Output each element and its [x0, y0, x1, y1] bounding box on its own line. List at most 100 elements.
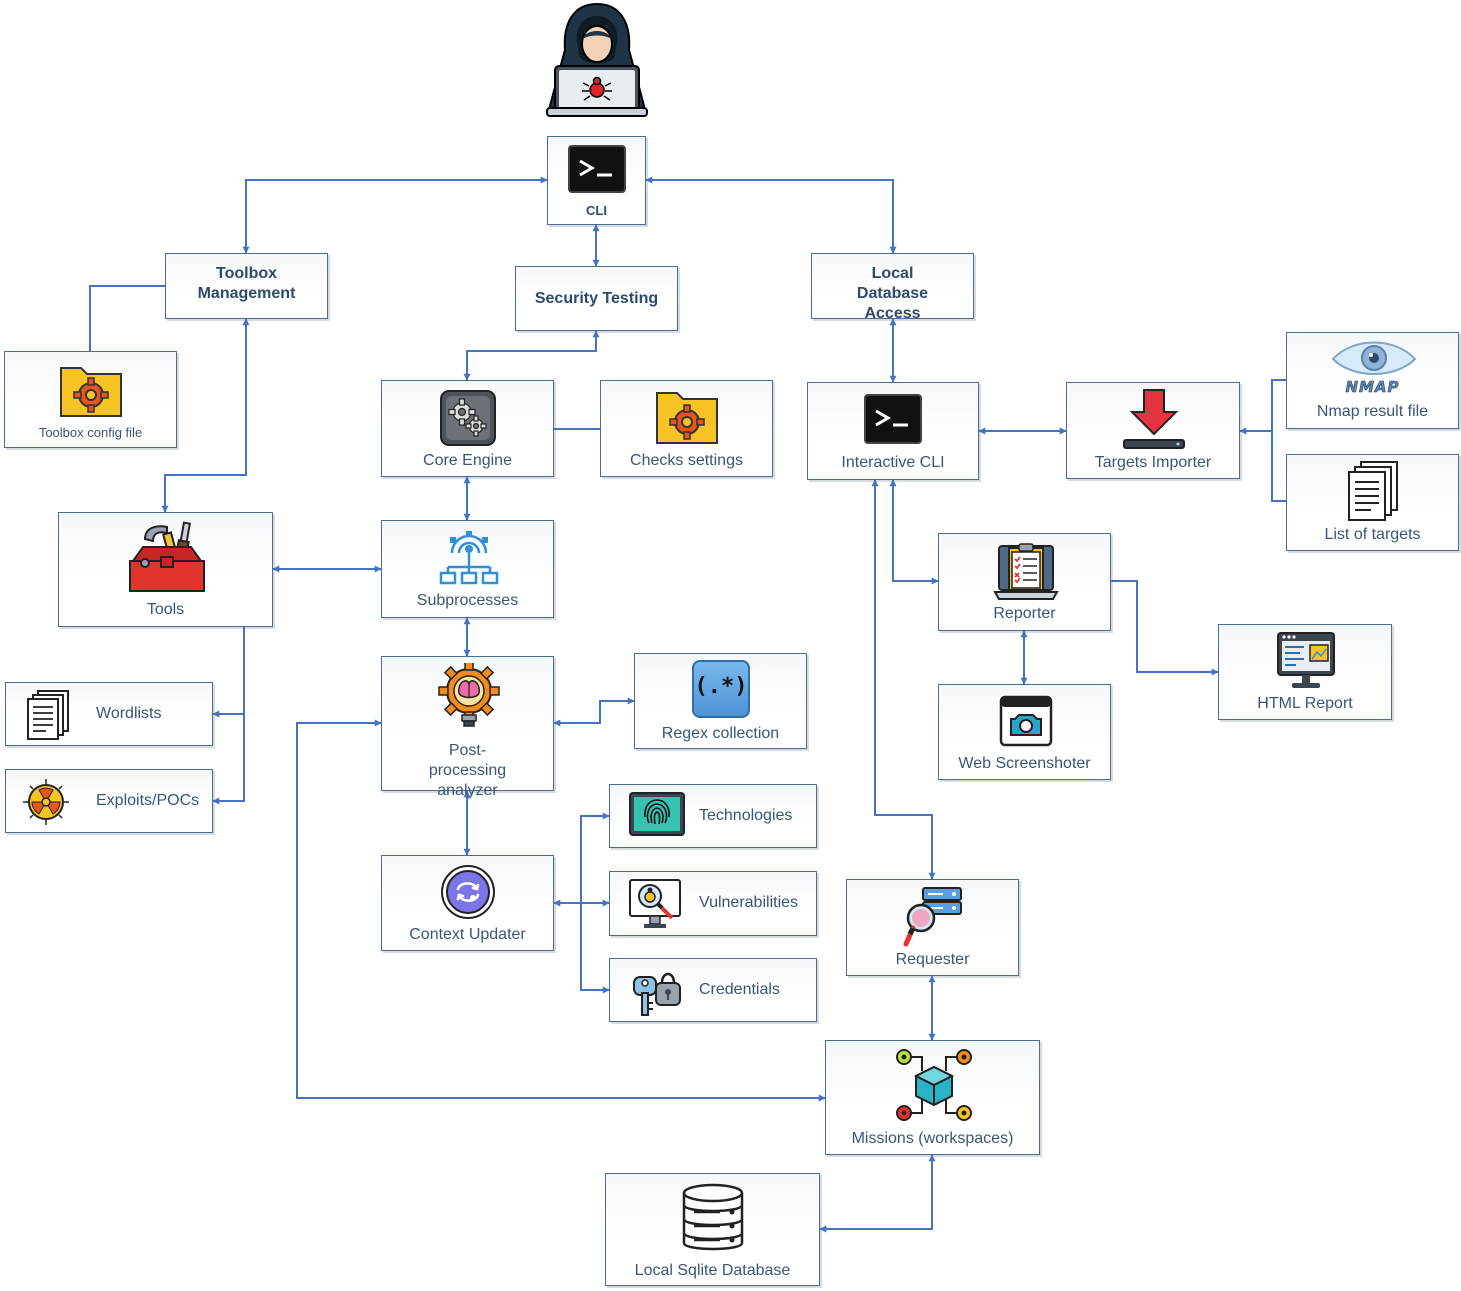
edge-toolbox-tools — [161, 318, 250, 513]
missions-label: Missions (workspaces) — [851, 1130, 1014, 1147]
web-screenshoter-label: Web Screenshoter — [958, 755, 1091, 772]
core-engine-label: Core Engine — [423, 452, 512, 469]
server-search-icon — [903, 887, 962, 947]
gear-hierarchy-icon — [439, 531, 499, 585]
toolbox-management-label: Toolbox Management — [197, 265, 296, 302]
keys-icon — [633, 972, 681, 1016]
regex-collection-label: Regex collection — [661, 725, 780, 742]
missions-node: Missions (workspaces) — [825, 1040, 1040, 1155]
technologies-node: Technologies — [609, 784, 817, 848]
cli-node: CLI — [547, 136, 646, 225]
vulnerabilities-node: Vulnerabilities — [609, 871, 817, 936]
targets-importer-node: Targets Importer — [1066, 382, 1240, 479]
edge-cli-localdb — [645, 176, 897, 254]
list-of-targets-node: List of targets — [1286, 454, 1459, 551]
gears-icon — [440, 390, 496, 446]
edge-targets-list — [1271, 431, 1286, 502]
security-testing-node: Security Testing — [515, 266, 678, 331]
edge-targets-nmap — [1239, 379, 1286, 435]
requester-label: Requester — [895, 951, 970, 968]
requester-node: Requester — [846, 879, 1019, 976]
nmap-eye-icon — [1331, 341, 1417, 375]
regex-icon-text: (.*) — [694, 674, 748, 699]
exploits-pocs-node: Exploits/POCs — [5, 769, 213, 833]
targets-importer-label: Targets Importer — [1094, 454, 1212, 471]
html-report-node: HTML Report — [1218, 624, 1392, 720]
edge-toolbox-config — [89, 285, 165, 351]
list-of-targets-label: List of targets — [1324, 526, 1421, 543]
interactive-cli-node: Interactive CLI — [807, 382, 979, 480]
refresh-circle-icon — [441, 865, 495, 919]
database-icon — [682, 1183, 744, 1251]
core-engine-node: Core Engine — [381, 380, 554, 477]
html-report-label: HTML Report — [1257, 695, 1353, 712]
documents-icon — [1348, 461, 1398, 521]
hacker-with-laptop-icon — [546, 2, 648, 117]
edge-postproc-regex — [553, 697, 635, 727]
exploits-pocs-label: Exploits/POCs — [96, 792, 200, 809]
local-sqlite-database-node: Local Sqlite Database — [605, 1173, 820, 1286]
monitor-code-icon — [1277, 632, 1335, 688]
local-sqlite-database-label: Local Sqlite Database — [634, 1262, 791, 1279]
toolbox-management-node: Toolbox Management — [165, 253, 328, 319]
wordlists-label: Wordlists — [96, 705, 162, 722]
brain-gear-bulb-icon — [438, 663, 500, 727]
nmap-logo-text: NMAP — [1345, 378, 1400, 397]
toolbox-config-file-node: Toolbox config file — [4, 351, 177, 448]
edge-missions-sqlite — [819, 1154, 936, 1233]
local-database-access-label: Local Database Access — [856, 265, 929, 322]
credentials-label: Credentials — [699, 981, 780, 998]
subprocesses-label: Subprocesses — [416, 592, 519, 609]
context-updater-node: Context Updater — [381, 855, 554, 951]
network-cube-icon — [896, 1049, 972, 1121]
checks-settings-label: Checks settings — [630, 452, 743, 469]
tools-label: Tools — [146, 601, 185, 618]
terminal-icon — [568, 145, 626, 193]
edge-interactive-requester — [871, 479, 936, 880]
vulnerabilities-label: Vulnerabilities — [699, 894, 799, 911]
context-updater-label: Context Updater — [409, 926, 526, 943]
checks-settings-node: Checks settings — [600, 380, 773, 477]
edge-security-core — [463, 330, 600, 381]
subprocesses-node: Subprocesses — [381, 520, 554, 618]
clipboard-laptop-icon — [993, 543, 1059, 600]
edge-branch-technologies — [580, 812, 610, 903]
fingerprint-icon — [629, 792, 685, 836]
documents-icon — [27, 690, 69, 740]
edge-tools-exploits — [212, 714, 245, 805]
browser-camera-icon — [999, 695, 1053, 747]
wordlists-node: Wordlists — [5, 682, 213, 746]
gear-folder-icon — [656, 392, 718, 444]
nmap-result-file-node: NMAP Nmap result file — [1286, 332, 1459, 429]
edge-tools-wordlists — [212, 627, 245, 718]
cli-label: CLI — [586, 203, 607, 218]
bug-magnifier-icon — [629, 879, 681, 928]
edge-interactive-reporter — [889, 479, 939, 585]
toolbox-icon — [129, 521, 205, 592]
download-arrow-icon — [1123, 389, 1185, 449]
radiation-icon — [23, 779, 69, 825]
edge-reporter-html — [1111, 580, 1219, 676]
edge-cli-toolbox — [242, 176, 548, 254]
nmap-result-file-label: Nmap result file — [1316, 403, 1429, 420]
reporter-node: Reporter — [938, 533, 1111, 631]
edge-postproc-missions — [296, 719, 826, 1102]
regex-collection-node: (.*) Regex collection — [634, 653, 807, 749]
terminal-icon — [864, 394, 922, 444]
reporter-label: Reporter — [993, 605, 1056, 622]
toolbox-config-file-label: Toolbox config file — [38, 425, 143, 440]
web-screenshoter-node: Web Screenshoter — [938, 684, 1111, 780]
interactive-cli-label: Interactive CLI — [841, 454, 945, 471]
post-processing-analyzer-node: Post-processing analyzer — [381, 656, 554, 799]
tools-node: Tools — [58, 512, 273, 627]
credentials-node: Credentials — [609, 958, 817, 1022]
security-testing-label: Security Testing — [534, 290, 659, 307]
edge-branch-credentials — [580, 903, 610, 994]
technologies-label: Technologies — [699, 807, 793, 824]
regex-icon: (.*) — [692, 660, 750, 718]
post-processing-analyzer-label: Post-processing analyzer — [428, 742, 507, 799]
gear-folder-icon — [60, 367, 122, 417]
local-database-access-node: Local Database Access — [811, 253, 974, 322]
